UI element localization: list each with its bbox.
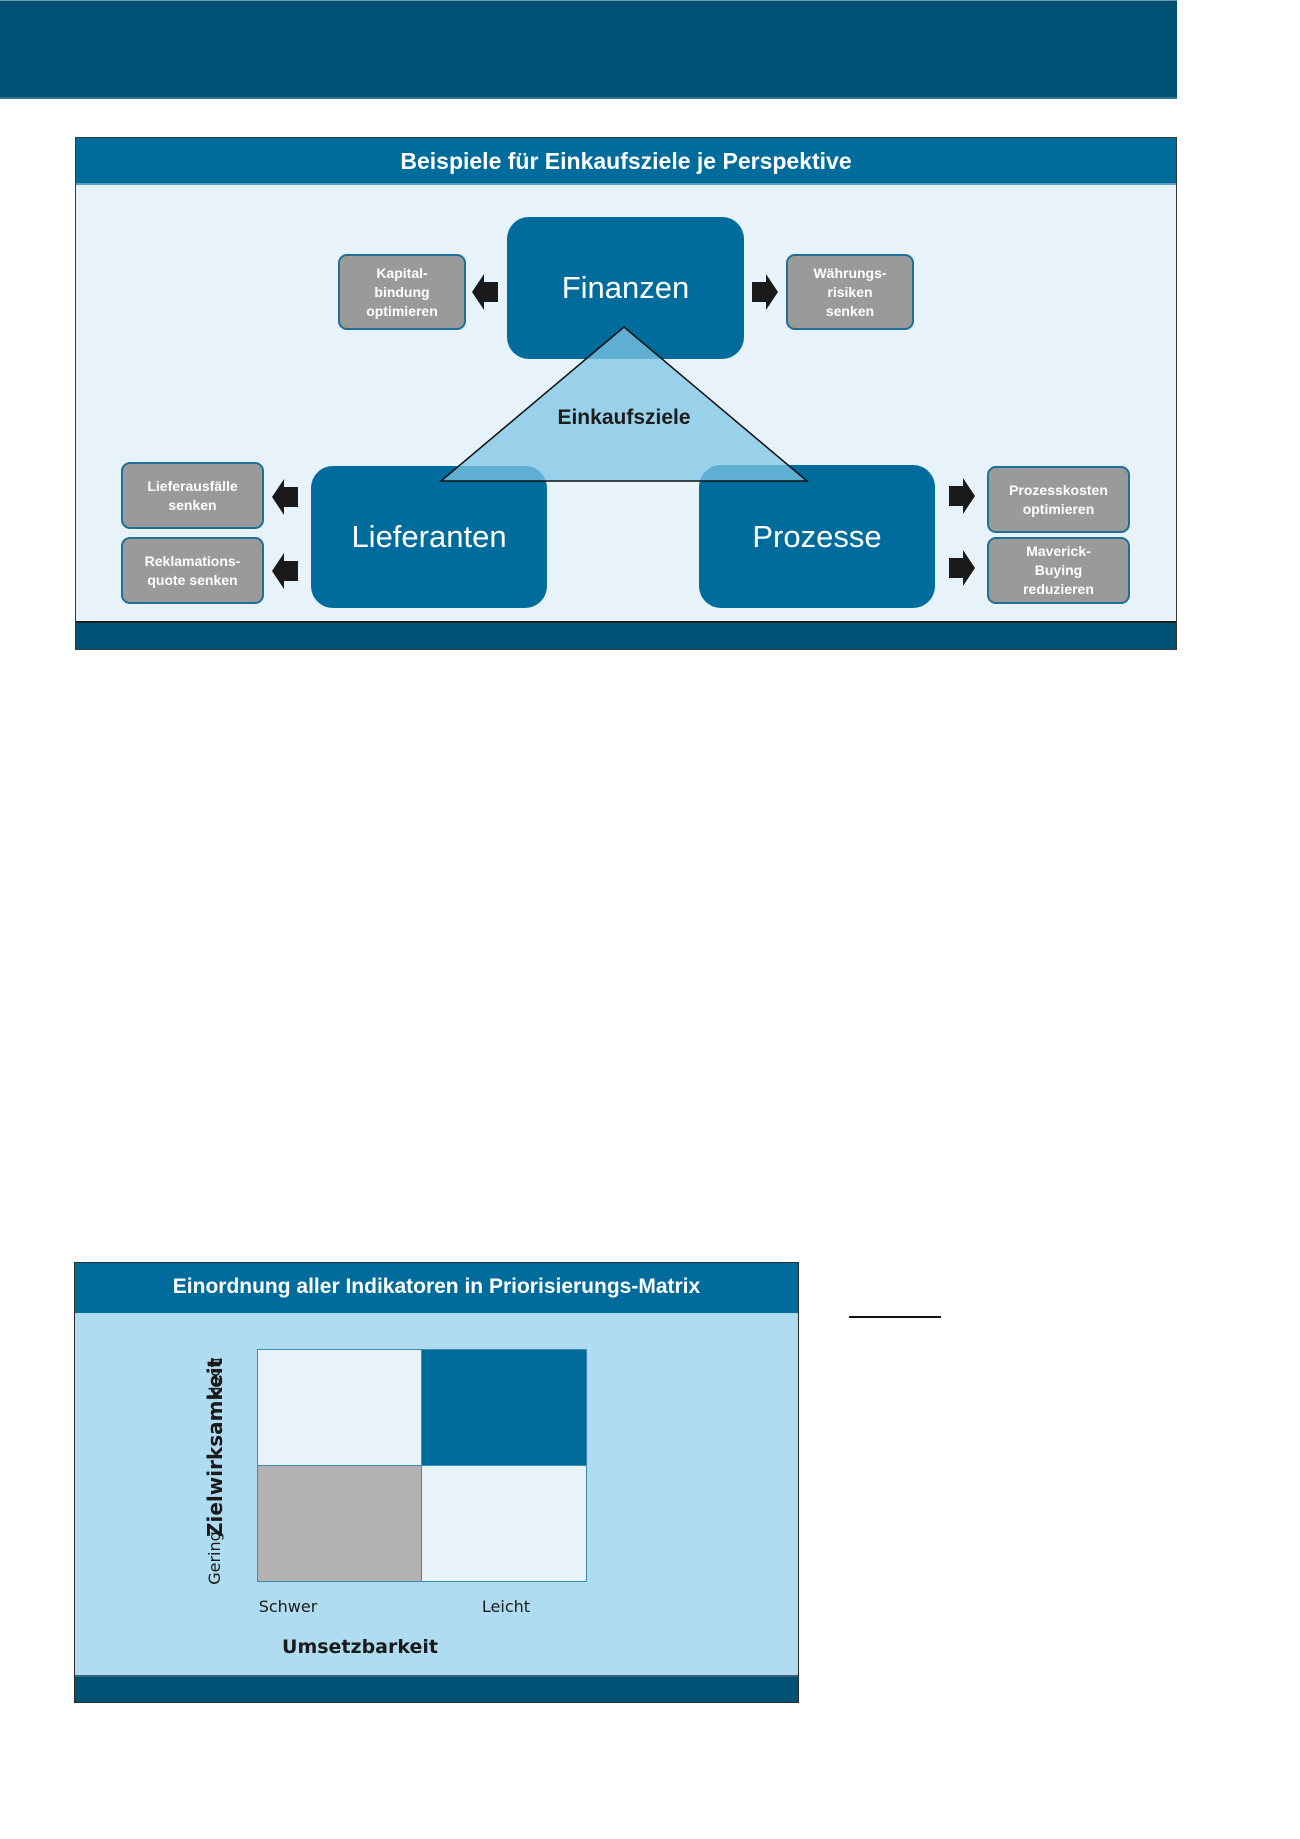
goal-reklamationsquote: Reklamations- quote senken: [121, 537, 264, 604]
goal-waehrungsrisiken: Währungs- risiken senken: [786, 254, 914, 330]
perspective-lieferanten: Lieferanten: [311, 466, 547, 608]
matrix-cell-hoch-leicht: [421, 1349, 587, 1466]
matrix-cell-hoch-schwer: [257, 1349, 422, 1466]
triangle-shape: [438, 326, 810, 482]
x-axis-label: Umsetzbarkeit: [282, 1636, 438, 1658]
arrow-left-icon: [472, 274, 498, 310]
y-tick-gering: Gering: [205, 1531, 224, 1585]
perspective-finanzen-label: Finanzen: [561, 270, 690, 305]
x-tick-leicht: Leicht: [481, 1597, 531, 1616]
einkaufsziele-triangle: [438, 326, 810, 482]
goal-prozesskosten: Prozesskosten optimieren: [987, 466, 1130, 533]
goal-maverick-buying: Maverick- Buying reduzieren: [987, 537, 1130, 604]
goal-kapitalbindung: Kapital- bindung optimieren: [338, 254, 466, 330]
goals-panel-title: Beispiele für Einkaufsziele je Perspekti…: [76, 138, 1176, 185]
arrow-right-icon: [949, 550, 975, 586]
goals-panel-footer: [76, 621, 1176, 649]
arrow-right-icon: [949, 478, 975, 514]
divider-line: [849, 1316, 941, 1318]
arrow-right-icon: [752, 274, 778, 310]
matrix-panel: Einordnung aller Indikatoren in Priorisi…: [74, 1262, 799, 1703]
goal-lieferausfaelle: Lieferausfälle senken: [121, 462, 264, 529]
matrix-panel-footer: [75, 1675, 798, 1702]
top-banner: [0, 0, 1177, 99]
perspective-prozesse-label: Prozesse: [752, 518, 882, 554]
einkaufsziele-label: Einkaufsziele: [557, 406, 691, 429]
matrix-cell-gering-schwer: [257, 1465, 422, 1582]
matrix-panel-title: Einordnung aller Indikatoren in Priorisi…: [75, 1263, 798, 1313]
arrow-left-icon: [272, 553, 298, 589]
arrow-left-icon: [272, 479, 298, 515]
goals-panel: Beispiele für Einkaufsziele je Perspekti…: [75, 137, 1177, 650]
perspective-lieferanten-label: Lieferanten: [351, 519, 507, 554]
x-tick-schwer: Schwer: [258, 1597, 318, 1616]
matrix-cell-gering-leicht: [421, 1465, 587, 1582]
y-tick-hoch: Hoch: [205, 1357, 224, 1399]
perspective-prozesse: Prozesse: [699, 465, 935, 608]
